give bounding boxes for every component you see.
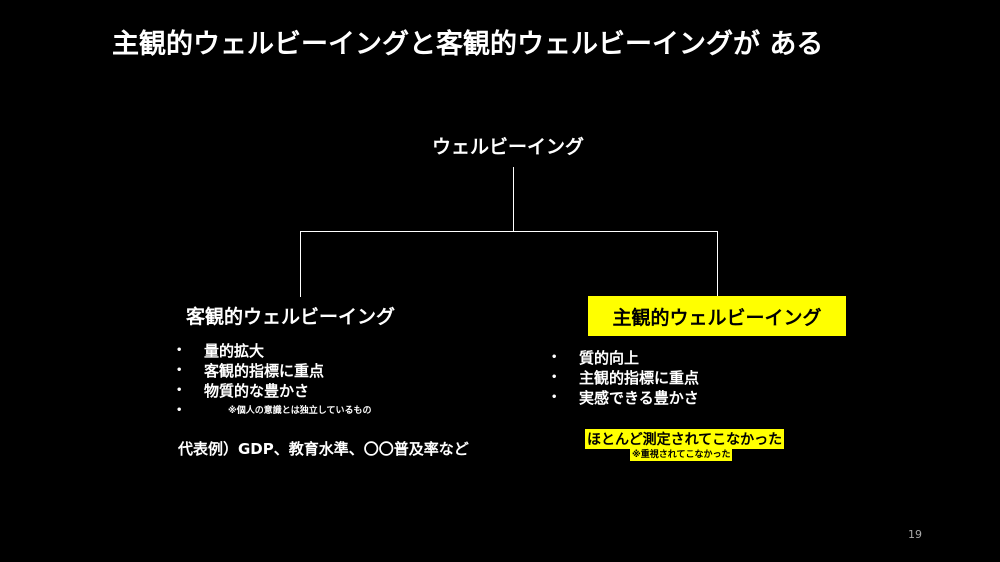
page-number: 19	[908, 528, 922, 541]
slide-title: 主観的ウェルビーイングと客観的ウェルビーイングが ある	[112, 29, 824, 60]
subjective-wellbeing-node: 主観的ウェルビーイング	[588, 296, 846, 336]
objective-bullet-list: 量的拡大 客観的指標に重点 物質的な豊かさ ※個人の意識とは独立しているもの	[176, 341, 371, 421]
highlight-not-measured: ほとんど測定されてこなかった	[585, 429, 785, 449]
list-item-note: ※個人の意識とは独立しているもの	[176, 401, 371, 421]
list-item: 主観的指標に重点	[551, 368, 699, 388]
root-node-wellbeing: ウェルビーイング	[432, 136, 585, 158]
list-item: 実感できる豊かさ	[551, 388, 699, 408]
list-item: 物質的な豊かさ	[176, 381, 371, 401]
list-item: 質的向上	[551, 348, 699, 368]
list-item: 量的拡大	[176, 341, 371, 361]
objective-wellbeing-node: 客観的ウェルビーイング	[186, 306, 396, 328]
connector-right	[717, 231, 718, 297]
connector-vertical-root	[513, 167, 514, 231]
subjective-bullet-list: 質的向上 主観的指標に重点 実感できる豊かさ	[551, 348, 699, 408]
subjective-wellbeing-label: 主観的ウェルビーイング	[612, 306, 822, 329]
connector-horizontal	[300, 231, 718, 232]
highlight-note: ※重視されてこなかった	[630, 446, 733, 461]
connector-left	[300, 231, 301, 297]
objective-example: 代表例）GDP、教育水準、〇〇普及率など	[178, 440, 469, 458]
list-item: 客観的指標に重点	[176, 361, 371, 381]
